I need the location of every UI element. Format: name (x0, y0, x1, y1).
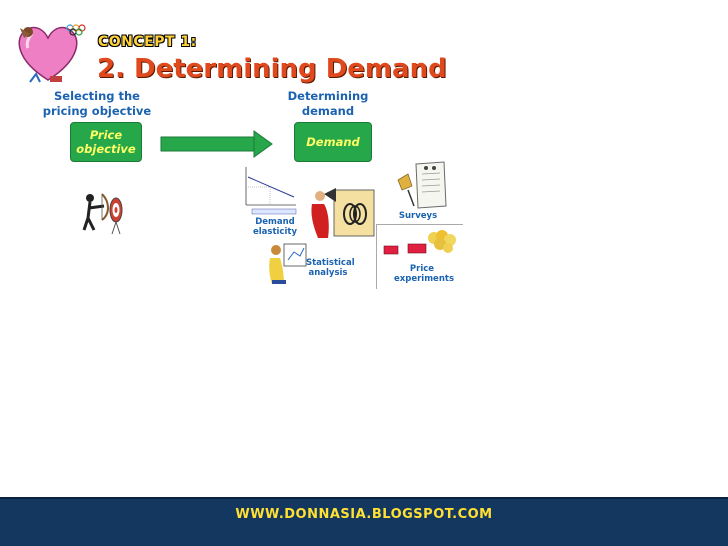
footer-stripe (0, 497, 728, 499)
footer-url[interactable]: www.donnasia.blogspot.com (235, 507, 493, 522)
demand-elasticity-label: Demand elasticity (252, 217, 297, 237)
demand-box: Demand (294, 122, 372, 162)
price-experiments-label: Price experiments (394, 264, 454, 284)
surveys-label: Surveys (398, 211, 438, 221)
price-objective-label: Price objective (76, 128, 136, 156)
page-title: 2. Determining Demand (97, 54, 447, 84)
heart-icon (18, 24, 86, 83)
price-objective-box: Price objective (70, 122, 142, 162)
archer-icon (82, 193, 123, 235)
left-caption: Selecting the pricing objective (42, 89, 152, 118)
statistical-analysis-label: Statistical analysis (306, 258, 355, 278)
demand-curve-icon (236, 163, 302, 217)
statistician-icon (269, 243, 307, 284)
concept-label: Concept 1: (98, 34, 197, 50)
survey-clipboard-icon (397, 161, 447, 209)
megaphone-presenter-icon (311, 188, 375, 238)
flow-arrow-icon (160, 130, 273, 158)
right-caption: Determining demand (287, 89, 369, 118)
price-experiment-icon (383, 230, 456, 255)
footer-bar (0, 497, 728, 546)
demand-label: Demand (306, 135, 360, 149)
